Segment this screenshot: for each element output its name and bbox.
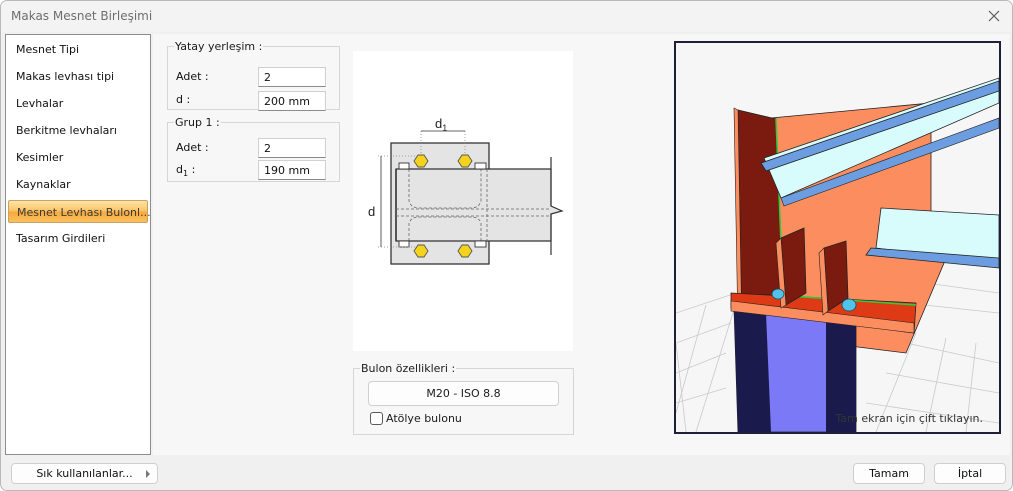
favorites-button[interactable]: Sık kullanılanlar... [11, 463, 158, 484]
3d-model-render [676, 77, 999, 432]
group1-legend: Grup 1 : [175, 116, 220, 129]
d1-label: d1 : [176, 163, 195, 178]
d1-label-colon: : [188, 163, 196, 176]
sidebar-item-berkitme-levhalari[interactable]: Berkitme levhaları [16, 124, 117, 137]
sidebar-nav: Mesnet Tipi Makas levhası tipi Levhalar … [5, 34, 151, 455]
fullscreen-hint: Tam ekran için çift tıklayın. [835, 412, 983, 425]
hidden-lines [396, 169, 551, 241]
bolt-icon [457, 244, 473, 258]
d-label: d : [176, 93, 191, 106]
sidebar-item-mesnet-levhasi-bulonlari[interactable]: Mesnet Levhası Bulonl... [8, 200, 151, 223]
group1-group: Grup 1 : Adet : d1 : [167, 116, 340, 182]
workshop-bolt-label: Atölye bulonu [386, 412, 462, 425]
diagram-svg: d1 d [368, 116, 564, 265]
bolt-3d-icon [841, 298, 857, 312]
bolt-layout-diagram: d1 d [353, 51, 573, 351]
bolt-icon [413, 154, 429, 168]
diagram-d-label: d [368, 204, 375, 219]
window-title: Makas Mesnet Birleşimi [11, 9, 153, 23]
chevron-right-icon [146, 470, 150, 478]
d1-label-sub: 1 [182, 169, 189, 179]
ok-button[interactable]: Tamam [853, 463, 925, 484]
content-panel: Yatay yerleşim : Adet : d : Grup 1 : Ade… [153, 34, 1010, 455]
bolt-properties-group: Bulon özellikleri : M20 - ISO 8.8 Atölye… [353, 362, 574, 435]
sidebar-item-tasarim-girdileri[interactable]: Tasarım Girdileri [16, 232, 106, 245]
cancel-button[interactable]: İptal [934, 463, 1006, 484]
group1-count-input[interactable] [258, 138, 326, 158]
3d-viewport[interactable]: Tam ekran için çift tıklayın. [674, 41, 1001, 434]
floor-grid [676, 282, 999, 432]
bolt-type-button[interactable]: M20 - ISO 8.8 [368, 381, 559, 406]
weld-marks [398, 162, 487, 248]
sidebar-item-kesimler[interactable]: Kesimler [16, 151, 64, 164]
d1-label-main: d [176, 163, 183, 176]
title-bar: Makas Mesnet Birleşimi [1, 1, 1012, 32]
count-label: Adet : [176, 70, 209, 83]
horizontal-layout-group: Yatay yerleşim : Adet : d : [167, 40, 340, 111]
group1-count-label: Adet : [176, 141, 209, 154]
sidebar-item-kaynaklar[interactable]: Kaynaklar [16, 178, 71, 191]
horizontal-d-input[interactable] [258, 91, 326, 111]
workshop-bolt-checkbox-row[interactable]: Atölye bulonu [370, 412, 462, 425]
bolt-properties-legend: Bulon özellikleri : [361, 362, 456, 375]
diagram-d1-label: d1 [435, 116, 447, 133]
bolt-3d-icon [771, 288, 785, 300]
close-icon [988, 10, 1000, 22]
close-button[interactable] [982, 5, 1006, 27]
workshop-bolt-checkbox[interactable] [370, 412, 383, 425]
horizontal-count-input[interactable] [258, 67, 326, 87]
horizontal-layout-legend: Yatay yerleşim : [175, 40, 263, 53]
sidebar-item-mesnet-tipi[interactable]: Mesnet Tipi [16, 43, 80, 56]
favorites-label: Sık kullanılanlar... [36, 467, 133, 480]
bolt-icon [457, 154, 473, 168]
sidebar-item-makas-levhasi-tipi[interactable]: Makas levhası tipi [16, 70, 115, 83]
bolt-icon [413, 244, 429, 258]
group1-d1-input[interactable] [258, 160, 326, 180]
sidebar-item-levhalar[interactable]: Levhalar [16, 97, 64, 110]
